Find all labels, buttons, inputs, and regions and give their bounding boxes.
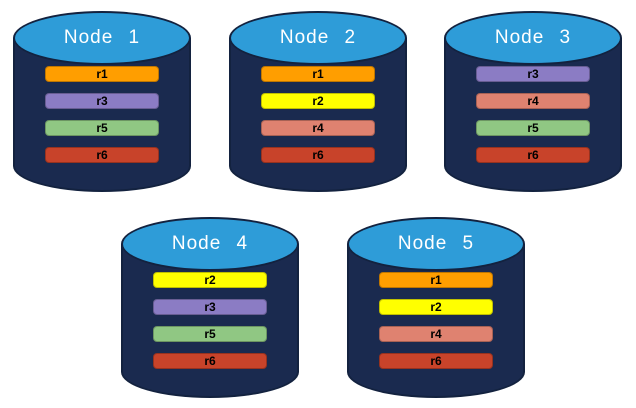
node-3-cylinder-top: Node 3 (444, 11, 622, 65)
replica-bar-r3: r3 (476, 66, 590, 82)
replica-bar-r6: r6 (476, 147, 590, 163)
node-1: Node 1 r1 r3 r5 r6 (13, 11, 191, 192)
replica-bar-r1: r1 (45, 66, 159, 82)
replica-bar-r3: r3 (153, 299, 267, 315)
node-2-replica-list: r1 r2 r4 r6 (261, 66, 375, 163)
replica-bar-r3: r3 (45, 93, 159, 109)
replica-bar-r6: r6 (153, 353, 267, 369)
replica-bar-r5: r5 (45, 120, 159, 136)
node-2-cylinder-top: Node 2 (229, 11, 407, 65)
node-5-title: Node 5 (397, 233, 475, 254)
node-2-title: Node 2 (279, 27, 357, 48)
replica-bar-r2: r2 (379, 299, 493, 315)
replica-bar-r4: r4 (476, 93, 590, 109)
node-1-cylinder-top: Node 1 (13, 11, 191, 65)
node-1-replica-list: r1 r3 r5 r6 (45, 66, 159, 163)
replica-bar-r6: r6 (261, 147, 375, 163)
node-5: Node 5 r1 r2 r4 r6 (347, 217, 525, 398)
replica-bar-r4: r4 (261, 120, 375, 136)
node-3: Node 3 r3 r4 r5 r6 (444, 11, 622, 192)
replica-bar-r1: r1 (379, 272, 493, 288)
replica-bar-r6: r6 (45, 147, 159, 163)
replica-bar-r5: r5 (476, 120, 590, 136)
node-4: Node 4 r2 r3 r5 r6 (121, 217, 299, 398)
node-3-title: Node 3 (494, 27, 572, 48)
replica-bar-r2: r2 (261, 93, 375, 109)
node-4-cylinder-top: Node 4 (121, 217, 299, 271)
replica-bar-r5: r5 (153, 326, 267, 342)
node-1-title: Node 1 (63, 27, 141, 48)
replica-bar-r1: r1 (261, 66, 375, 82)
node-5-cylinder-top: Node 5 (347, 217, 525, 271)
replica-bar-r4: r4 (379, 326, 493, 342)
node-5-replica-list: r1 r2 r4 r6 (379, 272, 493, 369)
replica-bar-r6: r6 (379, 353, 493, 369)
node-4-title: Node 4 (171, 233, 249, 254)
node-2: Node 2 r1 r2 r4 r6 (229, 11, 407, 192)
node-3-replica-list: r3 r4 r5 r6 (476, 66, 590, 163)
replica-bar-r2: r2 (153, 272, 267, 288)
node-4-replica-list: r2 r3 r5 r6 (153, 272, 267, 369)
